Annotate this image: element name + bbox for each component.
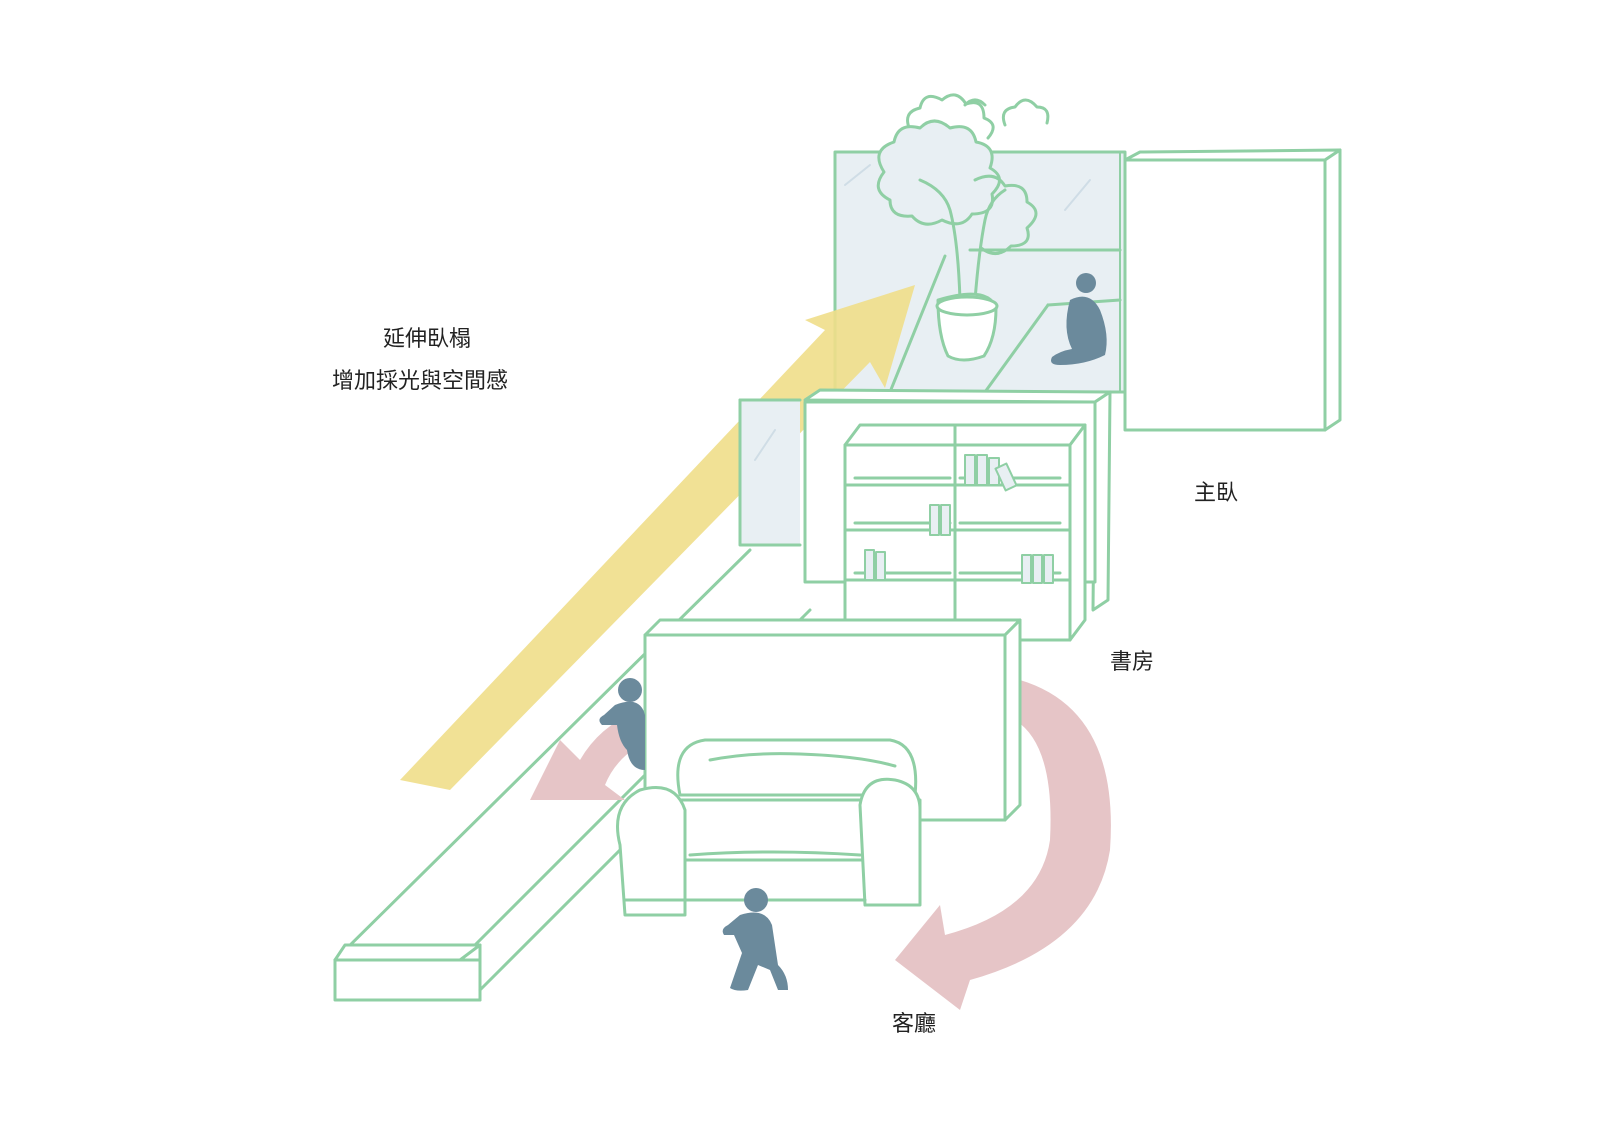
room-label-living-room: 客廳 — [892, 1012, 937, 1037]
annotation-line-1: 延伸臥榻 — [383, 327, 472, 352]
bedroom-daybed-bench — [888, 248, 1122, 394]
master-bedroom-panel — [1123, 148, 1342, 432]
circulation-arrow-icon — [530, 680, 1111, 1010]
person-icon — [1051, 273, 1107, 365]
person-icon — [599, 678, 645, 770]
plant-icon — [876, 93, 1050, 362]
sofa-icon — [616, 738, 922, 917]
books — [864, 454, 1054, 584]
annotation-line-2: 增加採光與空間感 — [332, 369, 509, 394]
room-label-study: 書房 — [1110, 650, 1155, 675]
study-glass — [738, 398, 802, 547]
bookshelf-icon — [843, 423, 1087, 642]
room-label-master-bedroom: 主臥 — [1194, 481, 1239, 506]
person-icon — [722, 888, 788, 991]
